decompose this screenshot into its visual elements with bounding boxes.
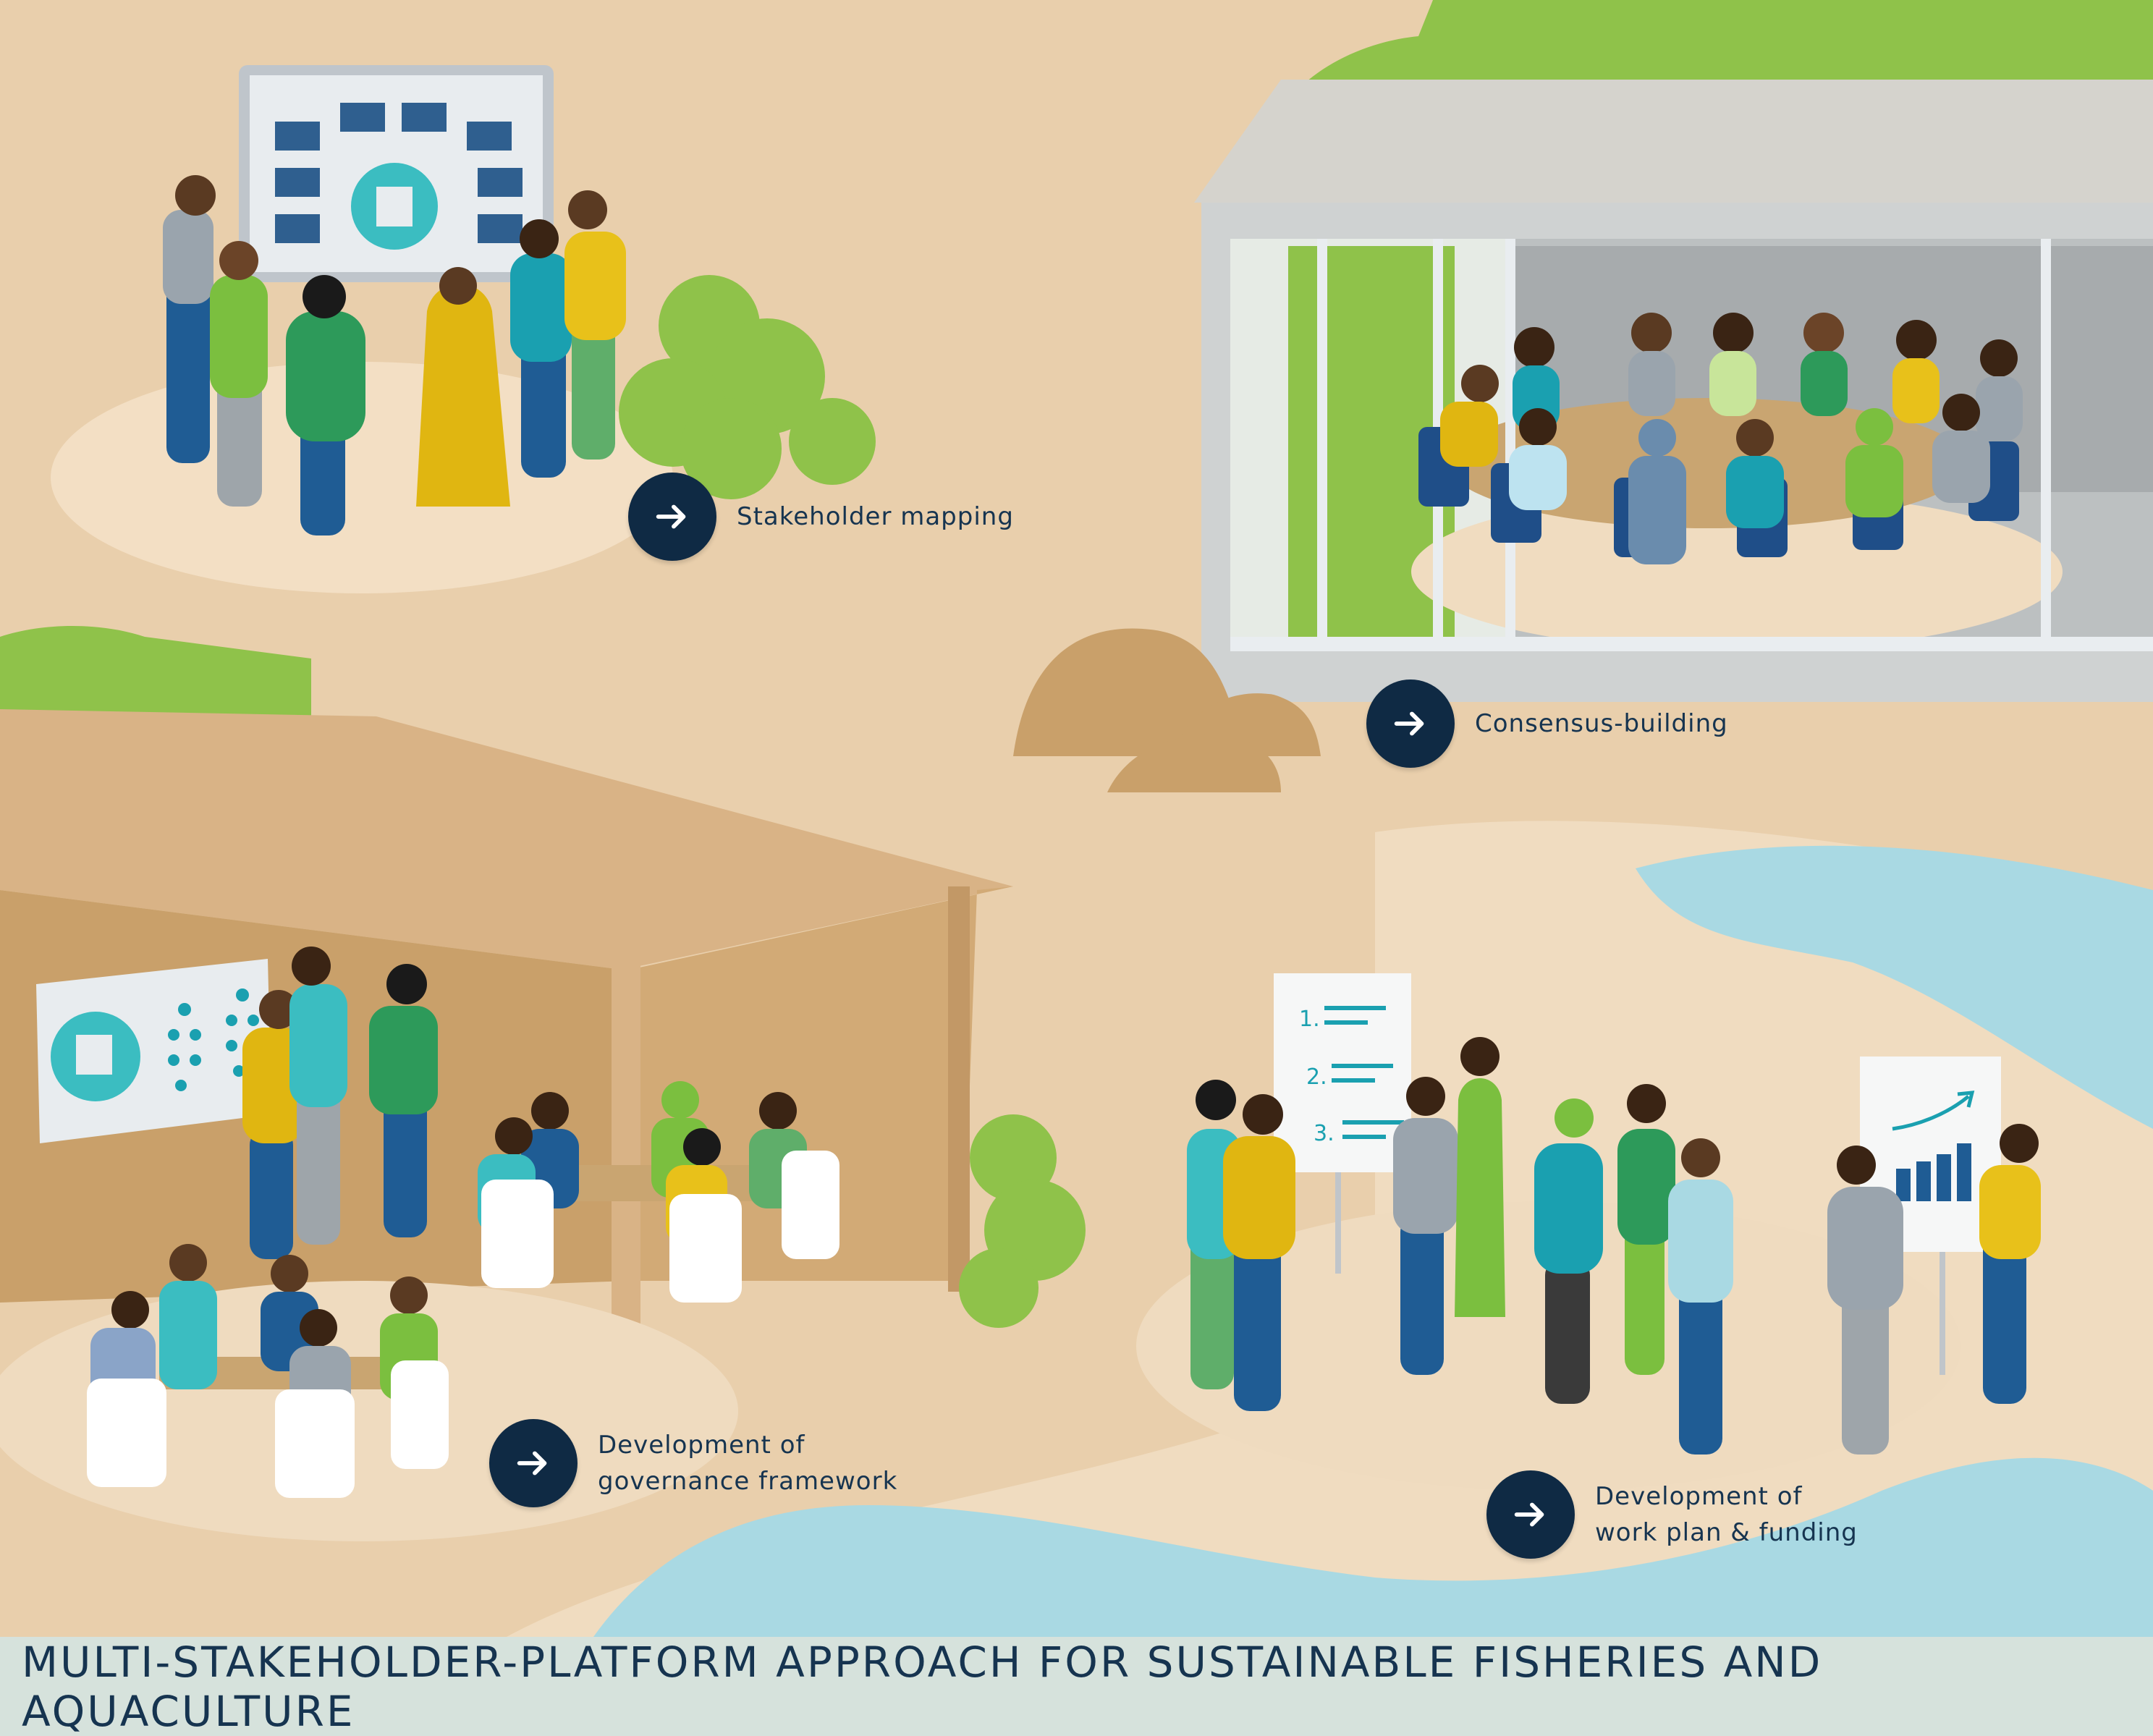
people-consensus xyxy=(1418,313,2023,564)
title-banner: MULTI-STAKEHOLDER-PLATFORM APPROACH FOR … xyxy=(0,1637,2153,1736)
step-governance-framework: Development of governance framework xyxy=(489,1419,897,1507)
people-stakeholder-mapping xyxy=(163,175,626,535)
step-label-work-plan-funding: Development of work plan & funding xyxy=(1595,1482,1858,1547)
bush-hut xyxy=(959,1114,1086,1328)
people-governance xyxy=(87,947,839,1498)
arrow-right-icon[interactable] xyxy=(628,473,716,561)
step-stakeholder-mapping: Stakeholder mapping xyxy=(628,473,1014,561)
flipchart-list: 1. 2. 3. xyxy=(1274,973,1411,1274)
page-title: MULTI-STAKEHOLDER-PLATFORM APPROACH FOR … xyxy=(22,1637,1823,1736)
step-consensus-building: Consensus-building xyxy=(1366,679,1728,768)
water-bottom xyxy=(593,1457,2153,1637)
flipchart-item-2: 2. xyxy=(1306,1064,1327,1090)
bush-mapping xyxy=(619,275,876,499)
illustration-scene: 1. 2. 3. xyxy=(0,0,2153,1637)
org-chart-board xyxy=(36,959,271,1143)
rocks xyxy=(1013,628,1321,792)
step-label-governance-framework: Development of governance framework xyxy=(598,1431,898,1496)
arrow-right-icon[interactable] xyxy=(1366,679,1455,768)
arrow-right-icon[interactable] xyxy=(489,1419,578,1507)
step-label-stakeholder-mapping: Stakeholder mapping xyxy=(737,502,1014,531)
mapping-board xyxy=(239,65,554,282)
step-work-plan-funding: Development of work plan & funding xyxy=(1486,1470,1858,1559)
water-top-right xyxy=(1636,845,2153,1129)
flipchart-item-1: 1. xyxy=(1299,1007,1320,1032)
people-work-plan xyxy=(1187,1037,2041,1455)
arrow-right-icon[interactable] xyxy=(1486,1470,1575,1559)
flipchart-item-3: 3. xyxy=(1314,1121,1334,1146)
step-label-consensus-building: Consensus-building xyxy=(1475,709,1728,738)
flipchart-graph xyxy=(1860,1057,2001,1375)
